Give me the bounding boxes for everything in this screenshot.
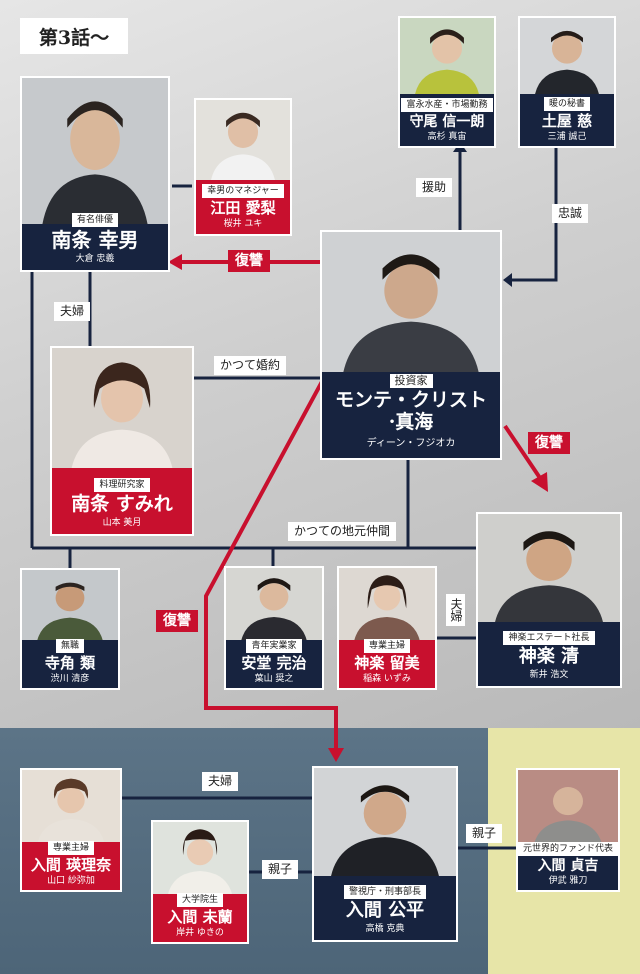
name-moriya: 守尾 信一朗	[409, 113, 485, 130]
role-iruma-sadakichi: 元世界的ファンド代表	[518, 841, 618, 856]
photo-tsuchiya	[520, 18, 614, 94]
episode-label: 第3話～	[20, 18, 128, 54]
photo-nanjo-yukio	[22, 78, 168, 224]
relation-label-fufu-nanjo: 夫婦	[54, 302, 91, 321]
actor-monte-cristo: ディーン・フジオカ	[366, 438, 456, 449]
relation-label-fufu-iruma: 夫婦	[202, 772, 239, 791]
card-monte-cristo[interactable]: 投資家 モンテ・クリスト ·真海 ディーン・フジオカ	[320, 230, 502, 460]
card-kagura-kiyoshi[interactable]: 神楽エステート社長 神楽 清 新井 浩文	[476, 512, 622, 688]
actor-iruma-sadakichi: 伊武 雅刀	[548, 876, 588, 886]
role-terakado: 無職	[55, 638, 84, 653]
card-iruma-miran[interactable]: 大学院生 入間 未蘭 岸井 ゆきの	[151, 820, 249, 944]
role-tsuchiya: 暖の秘書	[543, 96, 590, 111]
role-nanjo-yukio: 有名俳優	[71, 213, 118, 227]
role-monte-cristo: 投資家	[389, 374, 433, 389]
name-tsuchiya: 土屋 慈	[541, 111, 593, 130]
actor-iruma-erina: 山口 紗弥加	[47, 876, 95, 886]
name-iruma-sadakichi: 入間 貞吉	[537, 857, 599, 874]
role-iruma-miran: 大学院生	[176, 892, 223, 907]
relation-label-chusei: 忠誠	[552, 204, 589, 223]
card-ando[interactable]: 青年実業家 安堂 完治 葉山 奨之	[224, 566, 324, 690]
name-iruma-kohei: 入間 公平	[345, 900, 425, 922]
name-ando: 安堂 完治	[241, 653, 307, 672]
photo-moriya	[400, 18, 494, 94]
photo-ando	[226, 568, 322, 640]
card-eda-airi[interactable]: 幸男のマネジャー 江田 愛梨 桜井 ユキ	[194, 98, 292, 236]
card-iruma-kohei[interactable]: 警視庁・刑事部長 入間 公平 高橋 克典	[312, 766, 458, 942]
relation-label-revenge-kagura: 復讐	[528, 432, 570, 454]
relation-label-revenge-yukio: 復讐	[228, 250, 270, 272]
relation-label-fufu-kagura: 夫婦	[446, 594, 465, 626]
role-moriya: 富永水産・市場勤務	[401, 97, 493, 112]
card-nanjo-yukio[interactable]: 有名俳優 南条 幸男 大倉 忠義	[20, 76, 170, 272]
card-iruma-sadakichi[interactable]: 元世界的ファンド代表 入間 貞吉 伊武 雅刀	[516, 768, 620, 892]
relation-label-revenge-iruma: 復讐	[156, 610, 198, 632]
card-kagura-rumi[interactable]: 専業主婦 神楽 留美 稲森 いずみ	[337, 566, 437, 690]
role-nanjo-sumire: 料理研究家	[94, 478, 150, 493]
role-kagura-rumi: 専業主婦	[363, 638, 410, 653]
card-iruma-erina[interactable]: 専業主婦 入間 瑛理奈 山口 紗弥加	[20, 768, 122, 892]
name-monte-cristo-line1: モンテ・クリスト	[334, 389, 487, 412]
photo-terakado	[22, 570, 118, 640]
relation-label-enjo: 援助	[416, 178, 453, 197]
role-ando: 青年実業家	[246, 638, 302, 653]
actor-tsuchiya: 三浦 誠己	[547, 132, 587, 142]
name-nanjo-yukio: 南条 幸男	[51, 228, 139, 252]
actor-eda-airi: 桜井 ユキ	[223, 219, 263, 229]
photo-iruma-kohei	[314, 768, 456, 876]
relation-label-local-friends: かつての地元仲間	[288, 522, 397, 541]
actor-terakado: 渋川 清彦	[50, 674, 90, 684]
card-nanjo-sumire[interactable]: 料理研究家 南条 すみれ 山本 美月	[50, 346, 194, 536]
photo-iruma-erina	[22, 770, 120, 842]
actor-iruma-kohei: 高橋 克典	[365, 924, 405, 934]
name-iruma-erina: 入間 瑛理奈	[30, 855, 112, 874]
name-kagura-kiyoshi: 神楽 清	[518, 646, 580, 668]
name-kagura-rumi: 神楽 留美	[354, 653, 420, 672]
role-eda-airi: 幸男のマネジャー	[202, 183, 284, 198]
card-terakado[interactable]: 無職 寺角 類 渋川 清彦	[20, 568, 120, 690]
photo-kagura-rumi	[339, 568, 435, 640]
actor-iruma-miran: 岸井 ゆきの	[176, 928, 224, 938]
name-terakado: 寺角 類	[44, 653, 96, 672]
relation-label-former-engaged: かつて婚約	[214, 356, 287, 375]
actor-kagura-rumi: 稲森 いずみ	[363, 674, 411, 684]
role-iruma-erina: 専業主婦	[47, 840, 94, 855]
relation-label-oyako-miran: 親子	[262, 860, 299, 879]
actor-nanjo-sumire: 山本 美月	[102, 518, 142, 528]
name-iruma-miran: 入間 未蘭	[167, 907, 233, 926]
role-iruma-kohei: 警視庁・刑事部長	[343, 885, 426, 900]
name-monte-cristo-line2: ·真海	[388, 411, 434, 434]
photo-kagura-kiyoshi	[478, 514, 620, 622]
card-moriya[interactable]: 富永水産・市場勤務 守尾 信一朗 高杉 真宙	[398, 16, 496, 148]
photo-iruma-sadakichi	[518, 770, 618, 844]
role-kagura-kiyoshi: 神楽エステート社長	[503, 631, 595, 646]
relation-label-oyako-sadakichi: 親子	[466, 824, 503, 843]
photo-eda-airi	[196, 100, 290, 180]
actor-nanjo-yukio: 大倉 忠義	[75, 254, 115, 264]
photo-nanjo-sumire	[52, 348, 192, 468]
name-nanjo-sumire: 南条 すみれ	[71, 493, 173, 516]
card-tsuchiya[interactable]: 暖の秘書 土屋 慈 三浦 誠己	[518, 16, 616, 148]
actor-kagura-kiyoshi: 新井 浩文	[529, 670, 569, 680]
photo-monte-cristo	[322, 232, 500, 372]
photo-iruma-miran	[153, 822, 247, 894]
actor-ando: 葉山 奨之	[254, 674, 294, 684]
actor-moriya: 高杉 真宙	[427, 132, 467, 142]
name-eda-airi: 江田 愛梨	[210, 198, 276, 217]
